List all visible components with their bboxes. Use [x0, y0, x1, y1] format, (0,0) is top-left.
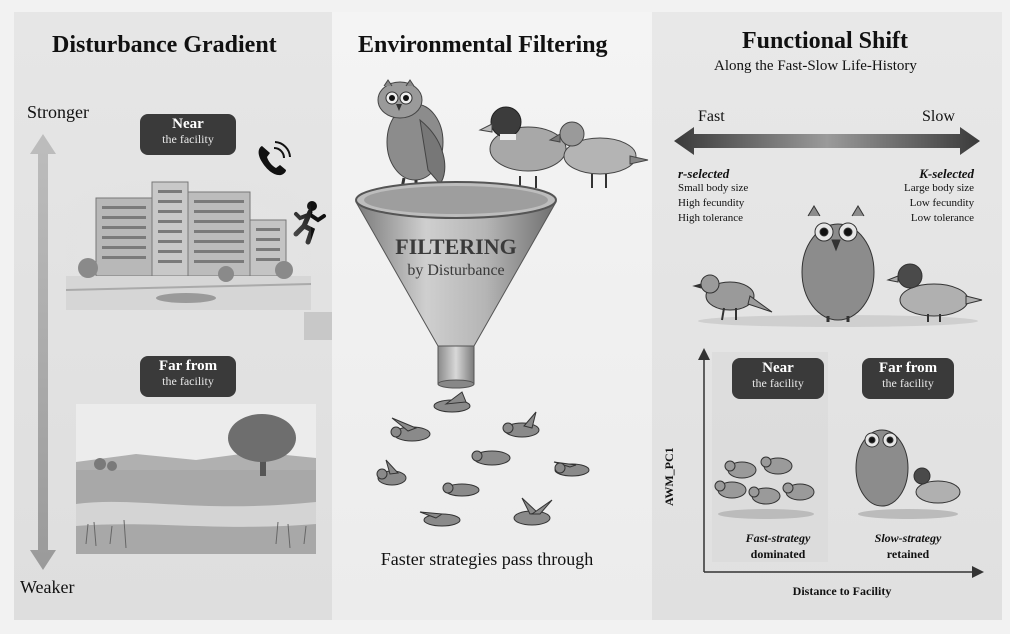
fast-label: Fast — [698, 108, 725, 125]
near-badge-title: Near — [172, 116, 204, 132]
far-caption-line2: retained — [886, 547, 930, 561]
far-badge-subtitle: the facility — [162, 373, 214, 388]
panel-title-filtering: Environmental Filtering — [358, 32, 608, 58]
far-badge-title: Far from — [158, 358, 218, 374]
far-facility-badge-chart: Far from the facility — [862, 358, 954, 399]
phone-icon — [258, 141, 291, 176]
far-caption: Slow-strategy retained — [860, 530, 956, 562]
y-axis-label: AWM_PC1 — [662, 447, 676, 506]
meadow-illustration — [76, 404, 316, 554]
k-selected-heading: K-selected — [919, 166, 975, 181]
k-trait: Low fecundity — [909, 197, 975, 209]
far-facility-badge: Far from the facility — [140, 356, 236, 397]
slow-label: Slow — [922, 108, 955, 125]
funnel-label-main: FILTERING — [395, 234, 517, 259]
r-trait: High fecundity — [678, 197, 745, 209]
near-caption-line2: dominated — [750, 547, 806, 561]
stronger-label: Stronger — [27, 102, 89, 122]
near-facility-badge-chart: Near the facility — [732, 358, 824, 399]
r-trait: High tolerance — [678, 212, 744, 224]
k-trait: Low tolerance — [910, 212, 975, 224]
x-axis-label: Distance to Facility — [792, 584, 892, 598]
small-birds-group — [714, 456, 815, 519]
r-selected-traits: r-selected Small body size High fecundit… — [678, 166, 748, 226]
r-selected-heading: r-selected — [678, 166, 730, 181]
fast-slow-arrow — [674, 127, 980, 155]
panel-title-functional-shift: Functional Shift — [742, 28, 909, 54]
far-caption-line1: Slow-strategy — [874, 531, 942, 545]
facility-illustration — [65, 180, 312, 310]
small-birds-flock — [376, 391, 590, 527]
functional-shift-subtitle: Along the Fast-Slow Life-History — [714, 58, 917, 74]
near-facility-badge: Near the facility — [140, 114, 236, 155]
k-selected-traits: K-selected Large body size Low fecundity… — [904, 166, 974, 226]
owl-illustration — [377, 79, 446, 190]
disturbance-gradient-panel: Disturbance Gradient Stronger Weaker Nea… — [14, 12, 332, 620]
functional-shift-panel: Functional Shift Along the Fast-Slow Lif… — [652, 12, 1002, 620]
near-caption-line1: Fast-strategy — [745, 531, 811, 545]
owl-duck-group — [855, 429, 961, 519]
far-badge-subtitle-chart: the facility — [882, 375, 934, 390]
k-trait: Large body size — [904, 182, 975, 194]
filter-funnel — [355, 181, 557, 389]
far-badge-title-chart: Far from — [878, 360, 938, 376]
ducks-illustration — [478, 106, 649, 188]
near-badge-subtitle-chart: the facility — [752, 375, 804, 390]
life-history-birds — [692, 205, 983, 327]
near-caption: Fast-strategy dominated — [730, 530, 826, 562]
owl-bird — [801, 205, 875, 322]
gradient-arrow — [30, 134, 56, 570]
near-badge-title-chart: Near — [762, 360, 794, 376]
robin-bird — [692, 274, 773, 321]
weaker-label: Weaker — [20, 577, 75, 597]
near-badge-subtitle: the facility — [162, 131, 214, 146]
funnel-label-sub: by Disturbance — [407, 262, 505, 279]
environmental-filtering-panel: Environmental Filtering FILTE — [332, 12, 652, 620]
panel-title-disturbance: Disturbance Gradient — [52, 32, 277, 58]
r-trait: Small body size — [678, 182, 749, 194]
filtering-caption: Faster strategies pass through — [380, 549, 594, 569]
duck-bird — [886, 263, 983, 322]
